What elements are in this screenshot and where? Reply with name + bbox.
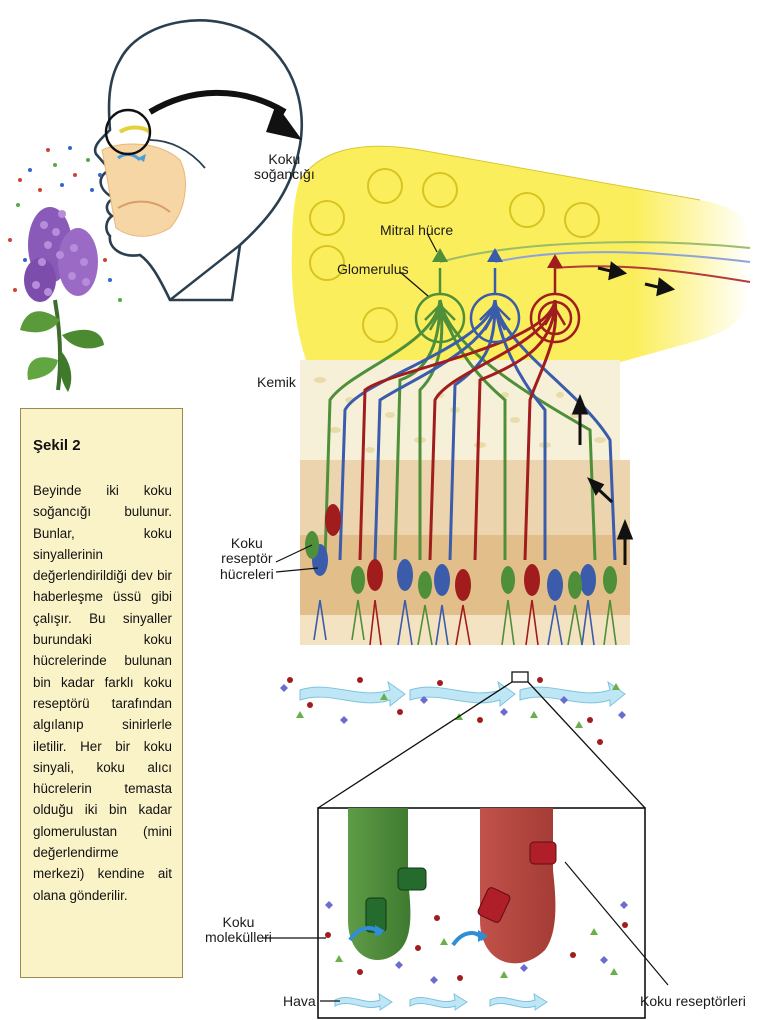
zoom-inset (318, 808, 645, 1018)
label-kemik: Kemik (257, 375, 296, 390)
label-glomerulus: Glomerulus (337, 262, 409, 277)
caption-text: Beyinde iki koku soğancığı bulunur. Bunl… (33, 480, 172, 906)
label-koku-reseptorleri: Koku reseptörleri (640, 994, 746, 1009)
lilac-flower (20, 207, 104, 392)
air-flow-upper (300, 682, 625, 706)
caption-box: Şekil 2 Beyinde iki koku soğancığı bulun… (20, 408, 183, 978)
caption-title: Şekil 2 (33, 437, 172, 454)
label-koku-molekulleri: Koku molekülleri (205, 915, 272, 946)
label-koku-reseptor-hucreleri: Koku reseptör hücreleri (220, 536, 274, 582)
odor-molecules-upper (280, 677, 626, 745)
label-koku-soganci: Koku soğancığı (254, 152, 315, 183)
label-hava: Hava (283, 994, 316, 1009)
label-mitral-hucre: Mitral hücre (380, 223, 453, 238)
bone-layer (300, 360, 620, 460)
